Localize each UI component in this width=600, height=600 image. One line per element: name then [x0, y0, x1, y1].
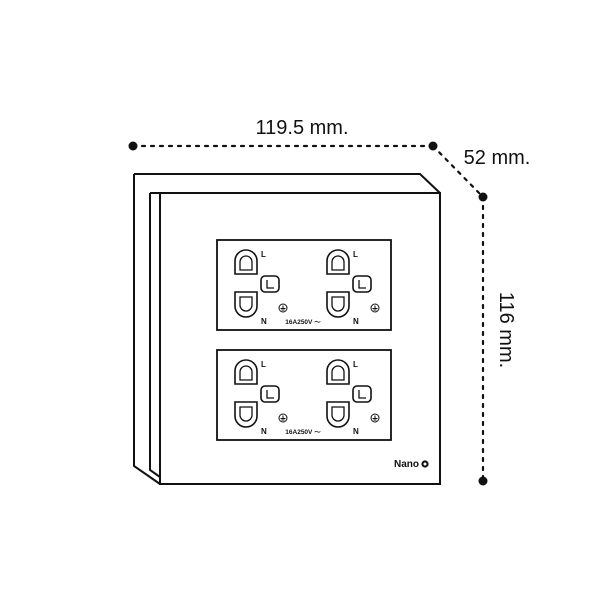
- neutral-slot-icon: [326, 401, 350, 428]
- neutral-label: N: [261, 427, 267, 436]
- height-end-dot: [478, 476, 488, 486]
- live-slot-inner-icon: [239, 365, 253, 381]
- outlet-right: L N: [326, 249, 380, 326]
- neutral-slot-icon: [326, 291, 350, 318]
- registered-mark-icon: [421, 460, 429, 468]
- earth-slot-icon: [260, 385, 280, 403]
- outlet-left: L N: [234, 359, 288, 436]
- live-label: L: [261, 250, 266, 259]
- outlet-left: L N: [234, 249, 288, 326]
- live-slot-inner-icon: [239, 255, 253, 271]
- neutral-label: N: [353, 317, 359, 326]
- panel-frame: [216, 349, 392, 441]
- depth-dimension-label: 52 mm.: [464, 147, 531, 169]
- earth-slot-icon: [352, 385, 372, 403]
- neutral-label: N: [353, 427, 359, 436]
- neutral-label: N: [261, 317, 267, 326]
- live-label: L: [261, 360, 266, 369]
- ground-icon: [278, 303, 288, 313]
- dimension-lines: [131, 144, 485, 483]
- live-slot-icon: [326, 249, 350, 275]
- height-start-dot: [478, 192, 488, 202]
- neutral-slot-inner-icon: [239, 406, 253, 422]
- height-dimension-label: 116 mm.: [495, 292, 517, 368]
- neutral-slot-inner-icon: [331, 296, 345, 312]
- ground-icon: [278, 413, 288, 423]
- back-box-inner-edge: [149, 193, 161, 478]
- earth-slot-inner-icon: [266, 280, 274, 289]
- live-label: L: [353, 360, 358, 369]
- socket-panel-top: L N L N: [216, 239, 392, 331]
- rating-label: 16A250V ～: [285, 319, 321, 326]
- neutral-slot-inner-icon: [239, 296, 253, 312]
- socket-panel-bottom: L N L N: [216, 349, 392, 441]
- earth-slot-inner-icon: [358, 280, 366, 289]
- front-cover-plate: [159, 192, 441, 485]
- width-start-dot: [128, 141, 138, 151]
- neutral-slot-icon: [234, 291, 258, 318]
- brand-logo: Nano: [394, 459, 419, 470]
- earth-slot-inner-icon: [266, 390, 274, 399]
- rating-label: 16A250V ～: [285, 429, 321, 436]
- back-box: [133, 173, 441, 485]
- live-slot-inner-icon: [331, 255, 345, 271]
- live-slot-icon: [234, 359, 258, 385]
- earth-slot-inner-icon: [358, 390, 366, 399]
- neutral-slot-icon: [234, 401, 258, 428]
- earth-slot-icon: [260, 275, 280, 293]
- live-slot-icon: [234, 249, 258, 275]
- width-dimension-label: 119.5 mm.: [256, 117, 349, 139]
- outlet-right: L N: [326, 359, 380, 436]
- live-slot-icon: [326, 359, 350, 385]
- back-box-outline: [133, 173, 441, 485]
- depth-dimension-line: [431, 144, 485, 199]
- panel-frame: [216, 239, 392, 331]
- earth-slot-icon: [352, 275, 372, 293]
- dimension-endpoints: [128, 141, 488, 486]
- ground-icon: [370, 303, 380, 313]
- live-slot-inner-icon: [331, 365, 345, 381]
- ground-icon: [370, 413, 380, 423]
- neutral-slot-inner-icon: [331, 406, 345, 422]
- width-end-dot: [428, 141, 438, 151]
- live-label: L: [353, 250, 358, 259]
